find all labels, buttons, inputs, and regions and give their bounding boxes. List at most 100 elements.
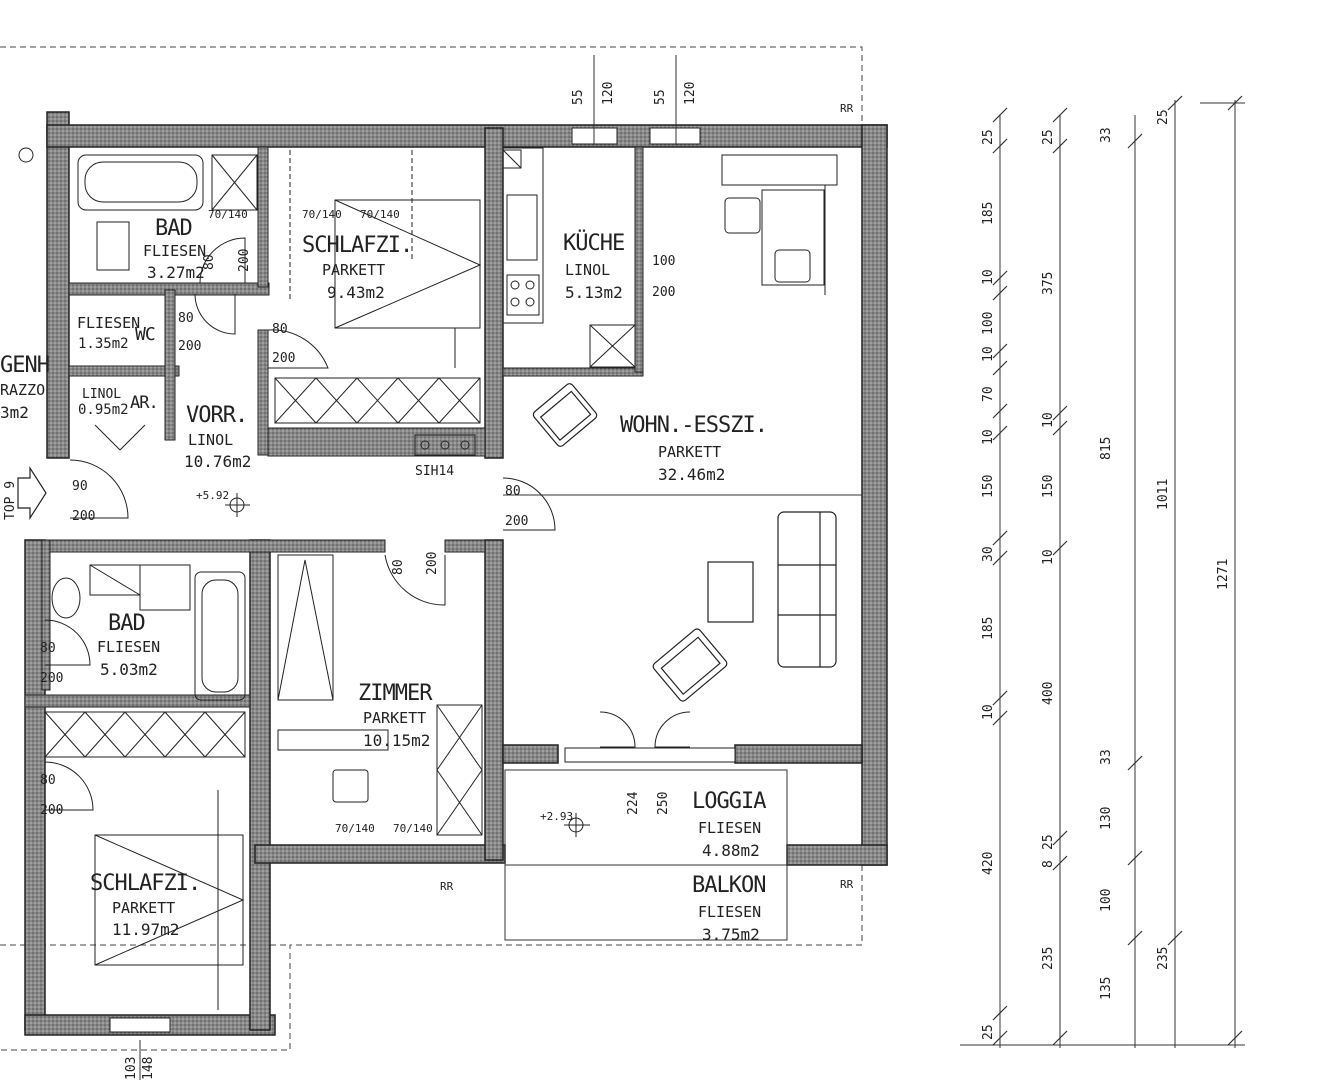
room-name: KÜCHE xyxy=(563,230,624,256)
room-label-loggia: LOGGIA FLIESEN 4.88m2 xyxy=(692,789,767,860)
room-label-wohn: WOHN.-ESSZI. PARKETT 32.46m2 xyxy=(620,413,768,484)
window-size: 70/140 xyxy=(208,208,248,221)
door-height: 200 xyxy=(40,803,63,818)
dim-value: 25 xyxy=(1041,129,1056,145)
dim-value: 33 xyxy=(1099,749,1114,765)
dim-value: 185 xyxy=(981,617,996,640)
door-height: 200 xyxy=(272,351,295,366)
bedroom2-furniture xyxy=(44,711,246,1010)
dim-value: 10 xyxy=(981,269,996,285)
room-area: 10.15m2 xyxy=(363,731,430,750)
window-size: 70/140 xyxy=(335,822,375,835)
dim-value: 130 xyxy=(1099,807,1114,830)
door-width: 80 xyxy=(505,484,521,499)
zimmer-furniture xyxy=(277,554,483,836)
dim-value: 1271 xyxy=(1216,559,1231,590)
room-material: LINOL xyxy=(188,431,233,449)
dimension-chain-2: 25 375 10 150 10 400 8 25 235 xyxy=(1041,129,1056,970)
loggia-dim: 250 xyxy=(656,792,671,815)
door-height: 200 xyxy=(40,671,63,686)
room-name: WC xyxy=(135,324,155,345)
top-dim: 55 xyxy=(571,89,586,105)
room-name: GENH xyxy=(0,353,49,378)
room-name: WOHN.-ESSZI. xyxy=(620,413,767,438)
rr-label: RR xyxy=(440,880,454,893)
dim-value: 235 xyxy=(1041,947,1056,970)
level-label: +5.92 xyxy=(196,489,229,502)
level-marker-icon xyxy=(18,147,590,837)
bathtub xyxy=(77,154,258,271)
room-name: BAD xyxy=(108,611,145,636)
top-label: TOP 9 xyxy=(3,481,18,520)
dim-value: 185 xyxy=(981,202,996,225)
room-material: RAZZO xyxy=(0,381,45,399)
room-name: VORR. xyxy=(186,403,247,428)
dim-value: 10 xyxy=(981,346,996,362)
room-lines xyxy=(503,494,862,941)
dim-value: 10 xyxy=(1041,412,1056,428)
room-label-wc: FLIESEN WC 1.35m2 xyxy=(77,314,156,352)
rr-label: RR xyxy=(840,878,854,891)
exterior-walls xyxy=(24,111,888,1036)
loggia-dim: 224 xyxy=(626,791,641,815)
bath2-fixtures xyxy=(51,564,246,701)
misc-labels: SIH14 +5.92 +2.93 RR RR RR 224 250 TOP 9… xyxy=(3,82,854,1080)
room-label-partial: GENH RAZZO 3m2 xyxy=(0,353,50,422)
dim-value: 235 xyxy=(1156,947,1171,970)
site-boundary xyxy=(0,46,863,1051)
room-area: 5.03m2 xyxy=(100,660,158,679)
dim-value: 100 xyxy=(1099,889,1114,912)
room-material: FLIESEN xyxy=(97,638,160,656)
dim-value: 1011 xyxy=(1156,479,1171,510)
bottom-dim: 103 xyxy=(124,1057,139,1080)
dimension-chain-4: 25 1011 235 xyxy=(1156,109,1171,970)
room-label-bad2: BAD FLIESEN 5.03m2 xyxy=(97,611,160,679)
dim-value: 70 xyxy=(981,386,996,402)
door-height: 200 xyxy=(505,514,528,529)
door-width: 80 xyxy=(40,773,56,788)
room-area: 11.97m2 xyxy=(112,920,179,939)
dimension-chain-3: 33 815 33 130 100 135 xyxy=(1099,127,1114,1000)
door-width: 80 xyxy=(202,254,217,270)
top-dimension-lines xyxy=(139,55,677,1080)
dim-value: 25 xyxy=(1156,109,1171,125)
room-area: 5.13m2 xyxy=(565,283,623,302)
dim-value: 400 xyxy=(1041,682,1056,705)
room-area: 1.35m2 xyxy=(78,336,129,352)
room-material: PARKETT xyxy=(112,899,175,917)
dim-value: 10 xyxy=(981,429,996,445)
windows xyxy=(109,127,736,1033)
door-width: 80 xyxy=(272,322,288,337)
bed xyxy=(289,150,482,368)
dim-value: 375 xyxy=(1041,272,1056,295)
dim-value: 10 xyxy=(1041,549,1056,565)
top-dim: 120 xyxy=(601,82,616,105)
room-material: LINOL xyxy=(565,261,610,279)
room-label-ar: LINOL AR. 0.95m2 xyxy=(78,387,159,418)
dim-value: 150 xyxy=(1041,475,1056,498)
room-area: 9.43m2 xyxy=(327,283,385,302)
door-height: 200 xyxy=(652,285,675,300)
room-material: FLIESEN xyxy=(698,903,761,921)
door-width: 100 xyxy=(652,254,675,269)
door-height: 200 xyxy=(178,339,201,354)
room-area: 32.46m2 xyxy=(658,465,725,484)
dim-value: 30 xyxy=(981,546,996,562)
armchair xyxy=(532,383,728,702)
door-swings xyxy=(44,237,691,811)
room-area: 0.95m2 xyxy=(78,402,129,418)
dim-value: 420 xyxy=(981,852,996,875)
room-name: BAD xyxy=(155,216,192,241)
top-dim: 55 xyxy=(653,89,668,105)
bottom-dim: 148 xyxy=(141,1057,156,1080)
dim-value: 33 xyxy=(1099,127,1114,143)
room-label-zimmer: ZIMMER PARKETT 10.15m2 xyxy=(358,681,434,750)
room-label-schlafzi2: SCHLAFZI. PARKETT 11.97m2 xyxy=(90,871,201,939)
room-material: FLIESEN xyxy=(77,314,140,332)
door-width: 80 xyxy=(391,559,406,575)
door-height: 200 xyxy=(72,509,95,524)
dining-table xyxy=(721,154,838,295)
room-material: PARKETT xyxy=(322,261,385,279)
door-width: 80 xyxy=(40,641,56,656)
